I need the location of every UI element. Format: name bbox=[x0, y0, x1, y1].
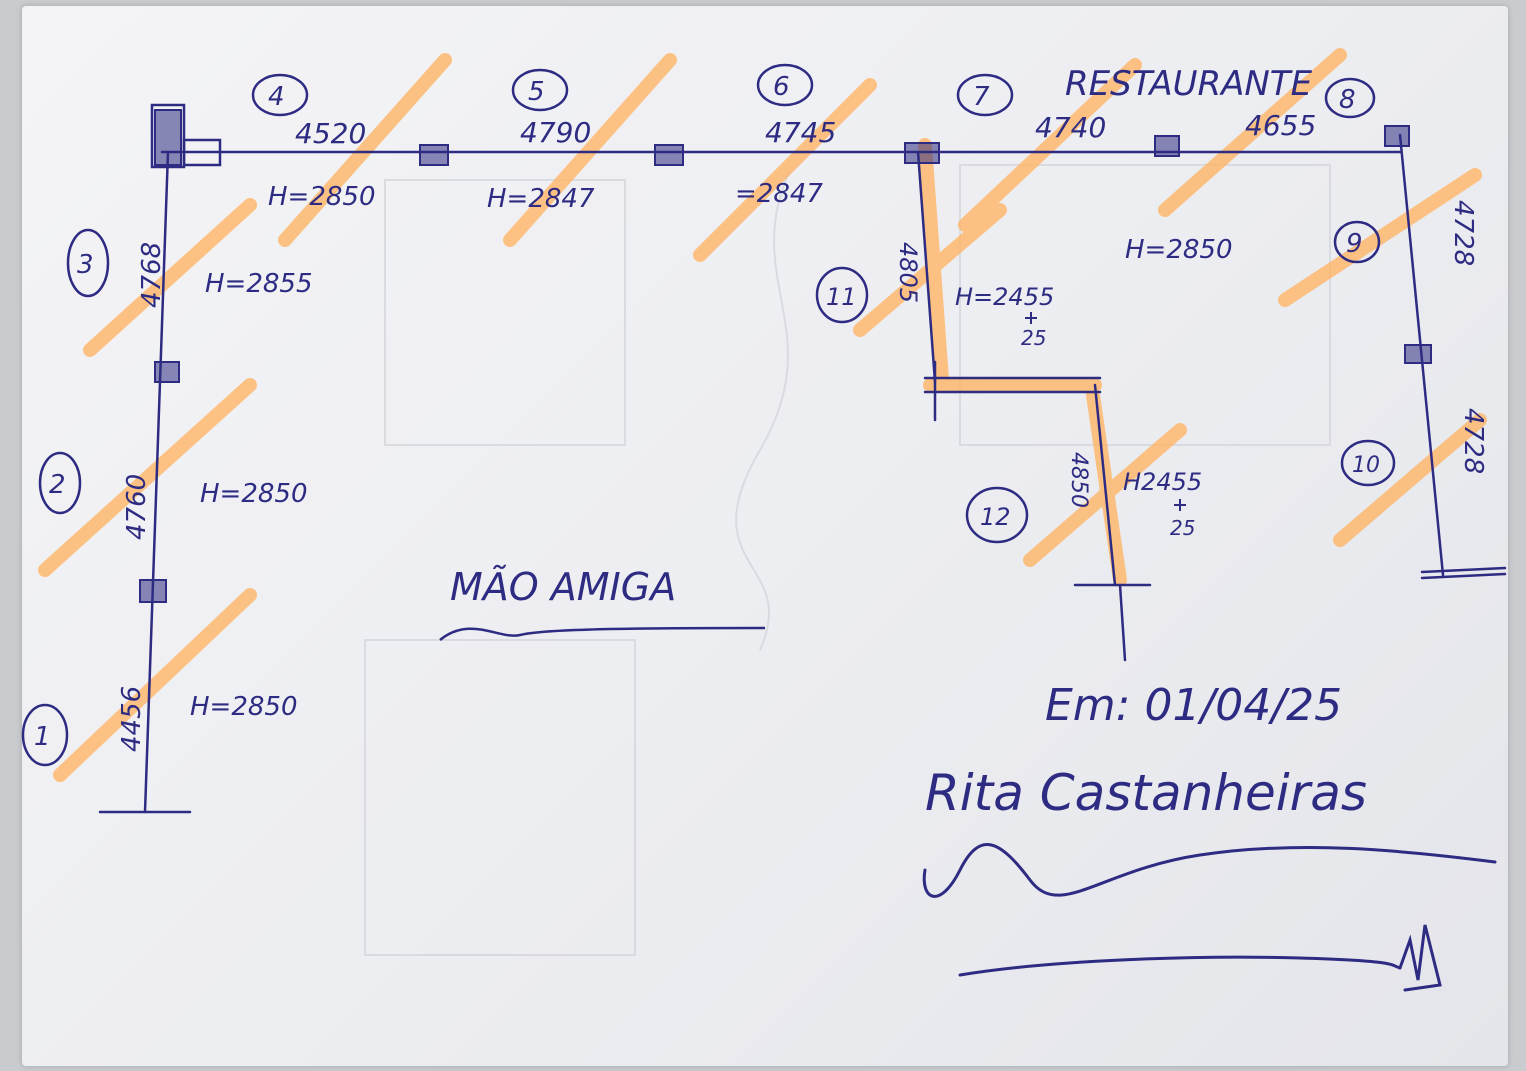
segment-number-8: 8 bbox=[1339, 85, 1356, 115]
length-segment-7: 4740 bbox=[1035, 111, 1106, 144]
segment-number-7: 7 bbox=[973, 82, 990, 112]
height-extra-segment-11: 25 bbox=[1021, 326, 1046, 350]
length-segment-2: 4760 bbox=[122, 474, 152, 540]
height-segment-7: H=2850 bbox=[1125, 235, 1233, 265]
wall-lines bbox=[98, 103, 1507, 814]
height-extra-segment-12: 25 bbox=[1170, 516, 1195, 540]
height-segment-6: =2847 bbox=[735, 179, 823, 209]
height-segment-4: H=2850 bbox=[268, 182, 376, 212]
segment-number-5: 5 bbox=[528, 77, 545, 107]
back-side-show-through bbox=[364, 164, 1331, 956]
length-segment-4: 4520 bbox=[295, 117, 366, 150]
segment-number-10: 10 bbox=[1352, 453, 1380, 478]
restaurant-label: RESTAURANTE bbox=[1065, 64, 1313, 104]
mao-amiga-label: MÃO AMIGA bbox=[450, 565, 676, 609]
segment-number-6: 6 bbox=[773, 72, 790, 102]
segment-number-11: 11 bbox=[826, 283, 857, 311]
length-segment-6: 4745 bbox=[765, 116, 836, 149]
segment-number-4: 4 bbox=[268, 82, 285, 112]
segment-circles bbox=[21, 63, 1396, 767]
length-segment-8: 4655 bbox=[1245, 109, 1316, 142]
highlighter-strokes bbox=[38, 48, 1487, 782]
segment-number-9: 9 bbox=[1346, 229, 1363, 259]
column-markers bbox=[139, 109, 1432, 603]
height-segment-12: H2455 bbox=[1123, 468, 1202, 496]
segment-number-1: 1 bbox=[34, 722, 51, 752]
length-segment-12: 4850 bbox=[1066, 452, 1091, 508]
length-segment-9: 4728 bbox=[1448, 200, 1478, 266]
plus-signs bbox=[1025, 312, 1186, 511]
length-segment-3: 4768 bbox=[137, 242, 167, 308]
segment-number-12: 12 bbox=[980, 503, 1011, 531]
length-segment-5: 4790 bbox=[520, 116, 591, 149]
length-segment-1: 4456 bbox=[117, 686, 147, 752]
height-segment-2: H=2850 bbox=[200, 479, 308, 509]
signature-scribble bbox=[922, 843, 1497, 992]
segment-number-3: 3 bbox=[77, 250, 94, 280]
segment-number-2: 2 bbox=[49, 470, 66, 500]
length-segment-11: 4805 bbox=[894, 242, 922, 303]
height-segment-1: H=2850 bbox=[190, 692, 298, 722]
height-segment-11: H=2455 bbox=[955, 283, 1054, 311]
height-segment-3: H=2855 bbox=[205, 269, 313, 299]
date-label: Em: 01/04/25 bbox=[1045, 680, 1342, 731]
height-segment-5: H=2847 bbox=[487, 184, 595, 214]
signature-name: Rita Castanheiras bbox=[925, 764, 1367, 822]
mao-amiga-underline bbox=[439, 626, 766, 641]
length-segment-10: 4728 bbox=[1458, 408, 1488, 474]
